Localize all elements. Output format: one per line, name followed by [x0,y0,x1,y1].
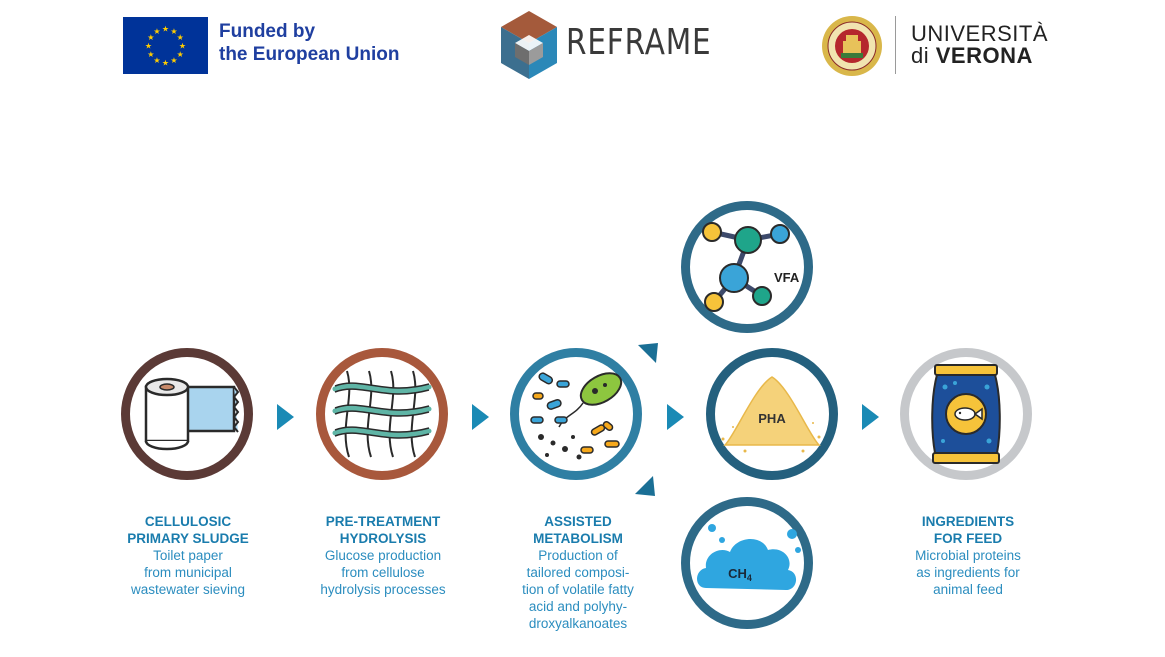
step-4-desc-1: Microbial proteins [915,548,1021,563]
flow-arrow-2 [472,404,489,430]
step-2-desc-2: from cellulose [341,565,425,580]
step-1-title-2: PRIMARY SLUDGE [127,531,249,546]
step-1-desc-2: from municipal [144,565,232,580]
step-4-desc-2: as ingredients for [916,565,1020,580]
step-4-ring [900,348,1032,480]
step-2-desc-3: hydrolysis processes [320,582,446,597]
step-3-desc-2: tailored composi- [526,565,630,580]
univr-line-2: di VERONA [911,43,1033,68]
eu-funding-label: Funded by the European Union [219,20,400,66]
ch4-subscript: 4 [747,573,752,583]
step-4-caption: INGREDIENTS FOR FEED Microbial proteins … [878,513,1058,598]
step-3-ring [510,348,642,480]
step-4-title-2: FOR FEED [933,531,1003,546]
step-3-desc-1: Production of [538,548,618,563]
step-4-title-1: INGREDIENTS [921,514,1015,529]
pha-label: PHA [758,411,786,426]
step-3-desc-4: acid and polyhy- [528,599,628,614]
eu-star-icon: ★ [162,25,169,34]
flow-arrow-4 [862,404,879,430]
header-divider [895,16,896,74]
eu-star-icon: ★ [177,33,184,42]
pha-powder-icon: PHA [721,376,821,453]
step-1-caption: CELLULOSIC PRIMARY SLUDGE Toilet paper f… [98,513,278,598]
step-3-desc-5: droxyalkanoates [528,616,628,631]
toilet-paper-icon [144,377,240,451]
step-2-desc-1: Glucose production [324,548,442,563]
eu-star-icon: ★ [170,27,177,36]
microbes-icon [530,372,623,460]
eu-star-icon: ★ [145,42,152,51]
step-4-desc-3: animal feed [933,582,1003,597]
university-wordmark: UNIVERSITÀ di VERONA [911,23,1048,67]
university-seal-icon [822,16,882,76]
step-1-desc-3: wastewater sieving [130,582,246,597]
eu-star-icon: ★ [153,56,160,65]
branch-arrow-up [638,343,658,363]
feed-bag-icon [931,364,1001,464]
eu-flag-icon: ★★★★★★★★★★★★ [123,17,208,74]
step-2-title-2: HYDROLYSIS [339,531,427,546]
eu-line-1: Funded by [219,21,316,42]
step-1-desc-1: Toilet paper [153,548,223,563]
univr-line-1: UNIVERSITÀ [911,21,1049,46]
reframe-logo-icon [501,11,557,79]
univr-verona: VERONA [935,43,1033,68]
step-2-ring [316,348,448,480]
flow-arrow-3 [667,404,684,430]
eu-star-icon: ★ [170,56,177,65]
eu-star-icon: ★ [147,33,154,42]
ch4-label: CH [728,566,747,581]
vfa-molecule-icon: VFA [702,222,800,312]
pha-ring: PHA [706,348,838,480]
eu-line-2: the European Union [219,44,400,65]
step-1-title-1: CELLULOSIC [144,514,232,529]
eu-star-icon: ★ [179,42,186,51]
step-3-caption: ASSISTED METABOLISM Production of tailor… [488,513,668,632]
svg-text:CH4: CH4 [728,566,752,583]
ch4-ring: CH4 [681,497,813,629]
vfa-ring: VFA [681,201,813,333]
eu-star-icon: ★ [153,27,160,36]
step-3-desc-3: tion of volatile fatty [522,582,634,597]
step-2-caption: PRE-TREATMENT HYDROLYSIS Glucose product… [293,513,473,598]
methane-cloud-icon: CH4 [697,524,801,590]
step-3-title-1: ASSISTED [544,514,612,529]
flow-arrow-1 [277,404,294,430]
step-3-title-2: METABOLISM [533,531,623,546]
step-1-ring [121,348,253,480]
eu-star-icon: ★ [177,50,184,59]
vfa-label: VFA [774,270,800,285]
reframe-wordmark: REFRAME [566,22,712,63]
cellulose-fibers-icon [332,370,432,458]
branch-arrow-down [635,476,655,496]
eu-star-icon: ★ [162,59,169,68]
step-2-title-1: PRE-TREATMENT [325,514,441,529]
eu-star-icon: ★ [147,50,154,59]
